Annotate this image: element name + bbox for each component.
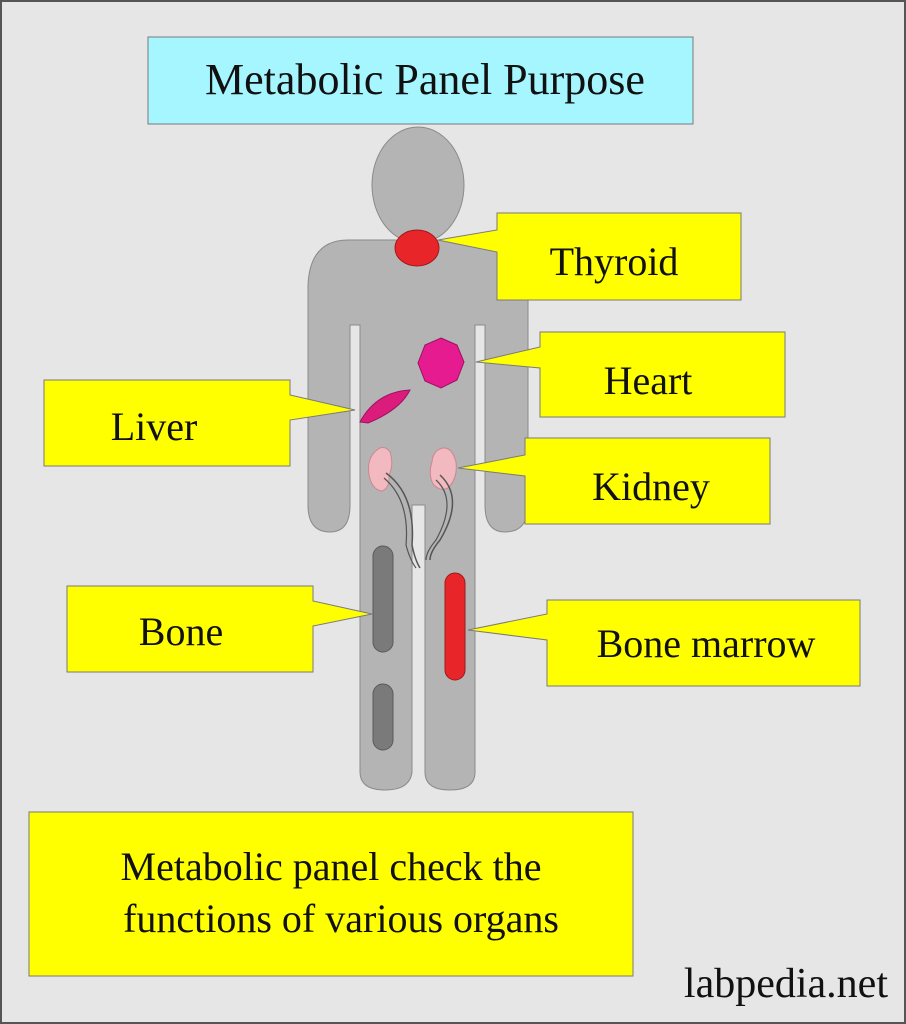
callout-heart-box: [475, 331, 786, 418]
diagram-title: Metabolic Panel Purpose: [205, 55, 645, 104]
bone-lower-organ: [372, 683, 394, 751]
caption-line-1: Metabolic panel check the: [121, 844, 542, 889]
callout-kidney-box: [457, 437, 771, 525]
bone-marrow-label: Bone marrow: [597, 621, 816, 666]
caption-line-2: functions of various organs: [123, 896, 559, 941]
liver-label: Liver: [111, 404, 198, 449]
human-body: [307, 126, 529, 791]
kidney-right-organ: [429, 447, 457, 490]
callout-bone-marrow-box: [467, 599, 861, 687]
caption-box-shape: [28, 811, 634, 977]
watermark: labpedia.net: [684, 961, 888, 1007]
bone-upper-organ: [372, 545, 394, 653]
callout-kidney: Kidney: [457, 437, 771, 525]
bone-marrow-organ: [444, 572, 466, 681]
ureter-left: [385, 472, 421, 569]
callout-bone-box: [66, 585, 373, 673]
bone-label: Bone: [139, 609, 223, 654]
title-box-shape: [147, 36, 694, 125]
ureter-right: [429, 474, 454, 561]
caption-box: Metabolic panel check the functions of v…: [28, 811, 634, 977]
kidney-label: Kidney: [592, 464, 710, 509]
body-head: [371, 126, 465, 244]
title-box: Metabolic Panel Purpose: [147, 36, 694, 125]
callout-thyroid-box: [437, 212, 742, 301]
callout-bone-marrow: Bone marrow: [467, 599, 861, 687]
thyroid-label: Thyroid: [550, 239, 679, 284]
callout-liver-box: [43, 379, 356, 467]
heart-organ: [417, 337, 465, 389]
ureter-right-inner: [425, 479, 448, 561]
callout-bone: Bone: [66, 585, 373, 673]
callout-heart: Heart: [475, 331, 786, 418]
organs: [359, 229, 466, 751]
callout-liver: Liver: [43, 379, 356, 467]
liver-organ: [359, 389, 411, 424]
body-torso-legs: [307, 239, 529, 791]
ureter-left-inner: [383, 477, 417, 569]
callout-thyroid: Thyroid: [437, 212, 742, 301]
thyroid-organ: [394, 229, 440, 267]
heart-label: Heart: [604, 358, 693, 403]
